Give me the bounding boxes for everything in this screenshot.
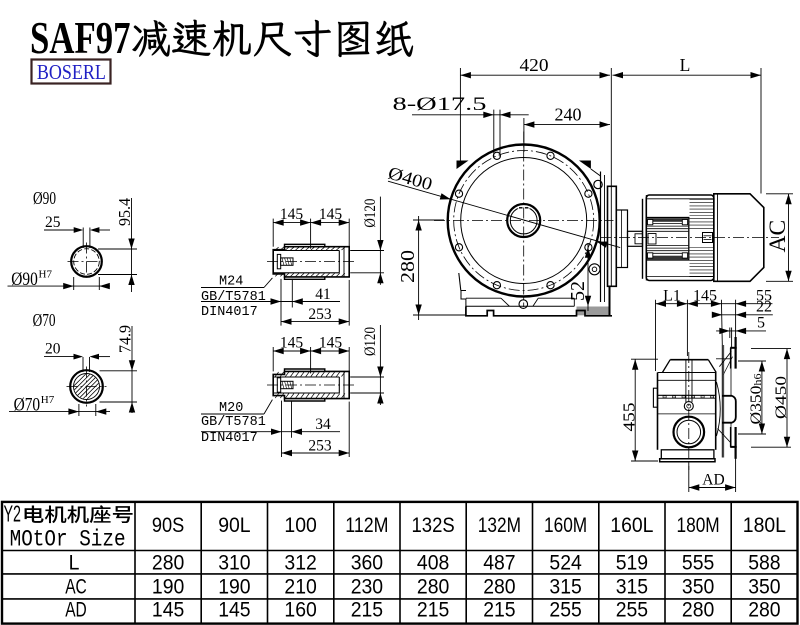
svg-text:AC: AC	[65, 575, 87, 599]
svg-text:455: 455	[620, 403, 639, 432]
svg-text:52: 52	[567, 281, 589, 301]
svg-text:280: 280	[152, 551, 184, 575]
svg-text:253: 253	[308, 438, 332, 455]
svg-text:280: 280	[682, 597, 714, 621]
svg-text:180M: 180M	[677, 513, 720, 537]
svg-text:588: 588	[748, 551, 780, 575]
svg-text:280: 280	[397, 250, 419, 283]
svg-text:210: 210	[284, 575, 316, 599]
svg-text:315: 315	[549, 575, 581, 599]
svg-text:253: 253	[308, 306, 332, 323]
svg-text:Ø120: Ø120	[362, 199, 379, 228]
svg-text:145: 145	[319, 206, 343, 223]
svg-text:Y2: Y2	[4, 501, 22, 527]
svg-text:215: 215	[483, 597, 515, 621]
svg-text:315: 315	[616, 575, 648, 599]
svg-text:310: 310	[218, 551, 250, 575]
svg-text:215: 215	[417, 597, 449, 621]
svg-text:Ø90: Ø90	[11, 269, 38, 290]
svg-text:M20: M20	[219, 401, 243, 416]
svg-text:100: 100	[284, 513, 316, 537]
svg-text:350: 350	[748, 575, 780, 599]
svg-text:180L: 180L	[743, 513, 786, 537]
svg-text:132S: 132S	[412, 513, 455, 537]
svg-text:M24: M24	[219, 275, 243, 290]
svg-text:25: 25	[45, 214, 61, 231]
svg-text:255: 255	[616, 597, 648, 621]
svg-text:360: 360	[351, 551, 383, 575]
svg-text:Ø90: Ø90	[33, 188, 56, 208]
svg-text:MOtOr Size: MOtOr Size	[10, 527, 126, 553]
svg-text:230: 230	[351, 575, 383, 599]
svg-text:90S: 90S	[152, 513, 184, 537]
svg-text:GB/T5781: GB/T5781	[201, 290, 266, 305]
svg-text:524: 524	[549, 551, 581, 575]
svg-text:519: 519	[616, 551, 648, 575]
svg-text:145: 145	[280, 206, 304, 223]
svg-text:5: 5	[757, 315, 765, 332]
svg-text:Ø450: Ø450	[773, 376, 790, 419]
svg-text:145: 145	[693, 288, 717, 305]
svg-text:34: 34	[315, 416, 331, 433]
svg-text:145: 145	[218, 597, 250, 621]
svg-text:408: 408	[417, 551, 449, 575]
svg-text:160M: 160M	[544, 513, 587, 537]
svg-text:55: 55	[756, 288, 772, 305]
svg-text:74.9: 74.9	[116, 325, 135, 353]
svg-text:AC: AC	[765, 220, 791, 253]
svg-text:H7: H7	[41, 394, 55, 406]
svg-text:Ø350h6: Ø350h6	[748, 373, 765, 425]
svg-text:L: L	[69, 551, 80, 575]
svg-text:280: 280	[417, 575, 449, 599]
svg-text:22: 22	[756, 299, 772, 316]
svg-text:DIN4017: DIN4017	[201, 305, 258, 320]
svg-text:420: 420	[520, 55, 549, 75]
svg-text:312: 312	[284, 551, 316, 575]
svg-text:H7: H7	[39, 269, 53, 281]
svg-text:L: L	[680, 55, 691, 75]
svg-text:GB/T5781: GB/T5781	[201, 415, 266, 430]
svg-text:BOSERL: BOSERL	[37, 60, 106, 84]
svg-text:20: 20	[45, 341, 61, 358]
svg-text:350: 350	[682, 575, 714, 599]
svg-text:160L: 160L	[610, 513, 653, 537]
svg-text:Ø120: Ø120	[362, 327, 379, 356]
svg-text:AD: AD	[702, 472, 724, 489]
svg-text:L1: L1	[663, 288, 681, 305]
svg-text:95.4: 95.4	[115, 198, 134, 226]
svg-text:487: 487	[483, 551, 515, 575]
svg-text:190: 190	[218, 575, 250, 599]
svg-text:AD: AD	[65, 597, 87, 621]
svg-text:215: 215	[351, 597, 383, 621]
svg-text:280: 280	[483, 575, 515, 599]
svg-text:90L: 90L	[218, 513, 250, 537]
svg-text:Ø70: Ø70	[14, 395, 40, 416]
svg-text:145: 145	[319, 335, 343, 352]
svg-text:280: 280	[748, 597, 780, 621]
svg-text:Ø70: Ø70	[33, 310, 56, 330]
svg-text:SAF97: SAF97	[30, 13, 131, 63]
svg-text:240: 240	[555, 105, 582, 125]
svg-text:160: 160	[284, 597, 316, 621]
svg-text:145: 145	[280, 335, 304, 352]
svg-text:DIN4017: DIN4017	[201, 431, 258, 446]
svg-text:8-Ø17.5: 8-Ø17.5	[393, 94, 487, 115]
svg-text:112M: 112M	[345, 513, 388, 537]
svg-text:190: 190	[152, 575, 184, 599]
svg-text:132M: 132M	[478, 513, 521, 537]
svg-text:145: 145	[152, 597, 184, 621]
svg-text:555: 555	[682, 551, 714, 575]
svg-text:255: 255	[549, 597, 581, 621]
svg-text:41: 41	[315, 286, 331, 303]
